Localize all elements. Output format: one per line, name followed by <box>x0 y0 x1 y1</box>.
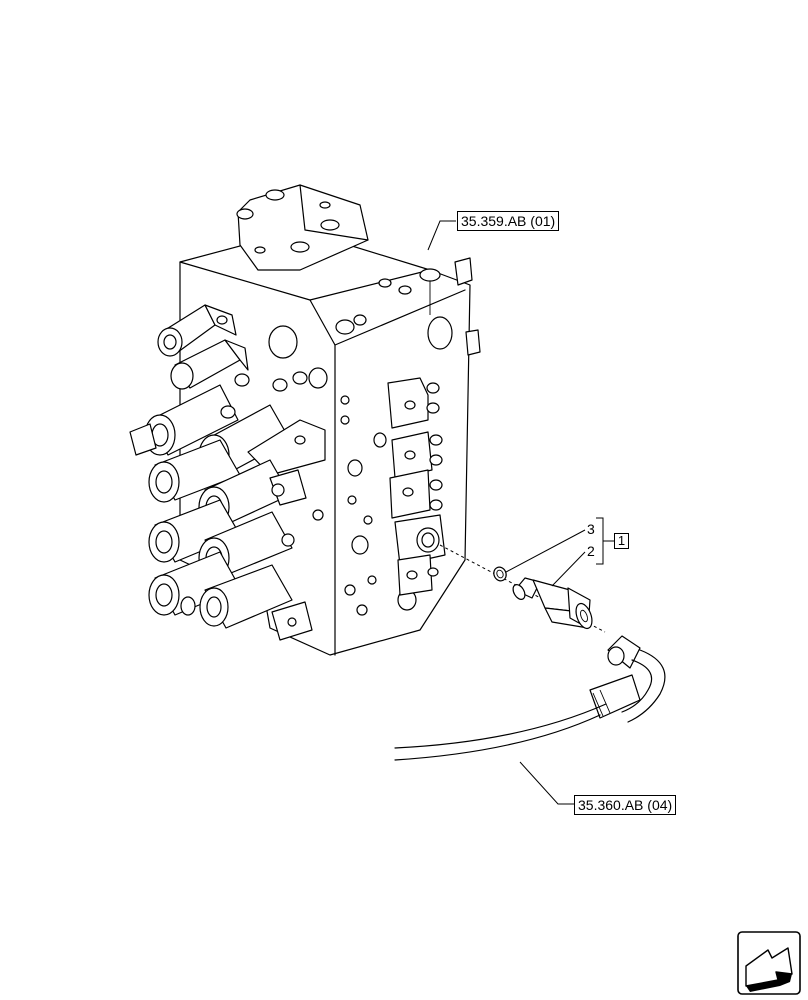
callout-item-3: 3 <box>587 521 595 537</box>
control-valve-assembly <box>129 184 481 656</box>
hose-assembly <box>394 635 666 761</box>
assembly-axis-line <box>439 544 606 633</box>
o-ring-part <box>493 566 507 582</box>
reference-label-upper[interactable]: 35.359.AB (01) <box>457 211 560 231</box>
leader-line-lower-ref <box>519 761 574 805</box>
reference-label-lower[interactable]: 35.360.AB (04) <box>574 795 677 815</box>
leader-line-item-2 <box>551 551 586 587</box>
callout-item-2: 2 <box>587 543 595 559</box>
group-item-box: 1 <box>614 533 629 549</box>
leader-line-upper-ref <box>427 220 456 251</box>
group-bracket <box>596 517 614 565</box>
leader-line-item-3 <box>505 529 586 573</box>
pressure-switch-part <box>512 577 593 630</box>
arrow-icon[interactable] <box>737 931 801 995</box>
